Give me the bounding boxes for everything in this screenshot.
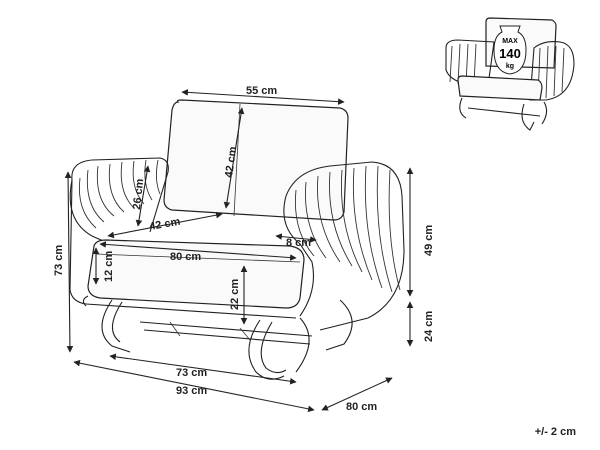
label-back-width: 55 cm bbox=[246, 85, 277, 97]
label-total-width: 93 cm bbox=[176, 385, 207, 397]
label-back-height: 42 cm bbox=[223, 146, 239, 179]
label-leg-height: 24 cm bbox=[423, 311, 435, 342]
right-arm bbox=[283, 161, 405, 331]
label-total-height: 73 cm bbox=[53, 245, 65, 276]
label-base-width: 73 cm bbox=[176, 367, 207, 379]
dimension-labels: 55 cm 42 cm 26 cm 42 cm 80 cm 8 cm 12 cm… bbox=[53, 85, 435, 413]
label-seat-height: 22 cm bbox=[229, 279, 241, 310]
tolerance-note: +/- 2 cm bbox=[534, 426, 576, 438]
label-seat-width: 80 cm bbox=[170, 251, 201, 263]
weight-badge-unit: kg bbox=[506, 63, 514, 70]
label-depth: 80 cm bbox=[346, 401, 377, 413]
label-arm-width: 8 cm bbox=[286, 237, 311, 249]
label-arm-height: 26 cm bbox=[131, 178, 146, 210]
weight-badge-value: 140 bbox=[499, 46, 521, 61]
back-cushion bbox=[163, 99, 349, 221]
chair-base bbox=[101, 299, 353, 380]
label-front-height: 49 cm bbox=[423, 225, 435, 256]
weight-badge-top: MAX bbox=[502, 38, 518, 45]
label-cushion-thickness: 12 cm bbox=[103, 251, 115, 282]
chair-thumbnail: MAX 140 kg bbox=[445, 17, 575, 131]
dimension-lines bbox=[64, 89, 414, 413]
label-seat-depth: 42 cm bbox=[148, 216, 181, 233]
